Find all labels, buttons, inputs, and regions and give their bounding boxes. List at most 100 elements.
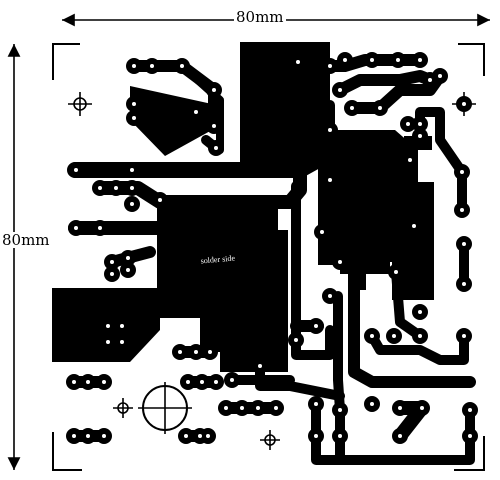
drill-hole bbox=[132, 102, 136, 106]
drill-hole bbox=[462, 282, 466, 286]
trace bbox=[391, 267, 425, 341]
drill-hole bbox=[212, 88, 216, 92]
drill-hole bbox=[274, 406, 278, 410]
large-component-outline bbox=[138, 382, 192, 434]
drill-hole bbox=[72, 380, 76, 384]
drill-hole bbox=[462, 102, 466, 106]
copper-pour-triangle-top-left bbox=[130, 86, 212, 156]
drill-hole bbox=[86, 434, 90, 438]
drill-hole bbox=[392, 334, 396, 338]
drill-hole bbox=[370, 58, 374, 62]
drill-hole bbox=[398, 434, 402, 438]
drill-hole bbox=[314, 324, 318, 328]
drill-hole bbox=[106, 324, 110, 328]
mounting-hole-crosshair bbox=[113, 398, 133, 418]
trace bbox=[178, 62, 224, 154]
drill-hole bbox=[114, 186, 118, 190]
drill-hole bbox=[120, 340, 124, 344]
trace bbox=[255, 361, 345, 401]
drill-hole bbox=[378, 106, 382, 110]
drill-hole bbox=[130, 202, 134, 206]
drill-hole bbox=[74, 226, 78, 230]
drill-hole bbox=[370, 334, 374, 338]
drill-hole bbox=[256, 406, 260, 410]
drill-hole bbox=[120, 324, 124, 328]
drill-hole bbox=[132, 64, 136, 68]
drill-hole bbox=[338, 434, 342, 438]
drill-hole bbox=[86, 380, 90, 384]
corner-mark-bottom-right bbox=[454, 436, 485, 471]
drill-hole bbox=[126, 268, 130, 272]
corner-marks bbox=[52, 43, 485, 471]
drill-hole bbox=[110, 272, 114, 276]
drill-hole bbox=[200, 380, 204, 384]
drill-hole bbox=[74, 168, 78, 172]
drill-hole bbox=[462, 334, 466, 338]
drill-hole bbox=[224, 406, 228, 410]
drill-hole bbox=[398, 406, 402, 410]
drill-hole bbox=[320, 230, 324, 234]
drill-hole bbox=[328, 64, 332, 68]
drill-hole bbox=[150, 64, 154, 68]
drill-hole bbox=[102, 380, 106, 384]
drill-hole bbox=[178, 350, 182, 354]
drill-hole bbox=[418, 58, 422, 62]
drill-hole bbox=[328, 294, 332, 298]
drill-holes bbox=[72, 58, 472, 438]
drill-hole bbox=[338, 260, 342, 264]
drill-hole bbox=[460, 208, 464, 212]
drill-hole bbox=[438, 74, 442, 78]
mounting-hole-crosshair bbox=[260, 430, 280, 450]
trace bbox=[348, 284, 476, 388]
drill-hole bbox=[98, 186, 102, 190]
trace bbox=[291, 181, 335, 360]
trace bbox=[367, 331, 469, 365]
drill-hole bbox=[328, 128, 332, 132]
drill-hole bbox=[408, 158, 412, 162]
drill-hole bbox=[98, 226, 102, 230]
drill-hole bbox=[214, 380, 218, 384]
drill-hole bbox=[208, 350, 212, 354]
drill-hole bbox=[328, 178, 332, 182]
drill-hole bbox=[230, 378, 234, 382]
drill-hole bbox=[350, 106, 354, 110]
drill-hole bbox=[198, 434, 202, 438]
drill-hole bbox=[184, 434, 188, 438]
copper-pour-top-center bbox=[240, 42, 330, 164]
drill-hole bbox=[370, 402, 374, 406]
drill-hole bbox=[406, 122, 410, 126]
drill-hole bbox=[468, 408, 472, 412]
drill-hole bbox=[396, 58, 400, 62]
drill-hole bbox=[240, 406, 244, 410]
drill-hole bbox=[428, 78, 432, 82]
drill-hole bbox=[102, 434, 106, 438]
corner-mark-bottom-left bbox=[52, 432, 82, 471]
mounting-hole-crosshair bbox=[68, 92, 92, 116]
drill-hole bbox=[412, 224, 416, 228]
drill-hole bbox=[462, 242, 466, 246]
copper-pour-left-center bbox=[157, 196, 288, 372]
copper-pour-mid-right bbox=[340, 212, 390, 274]
drill-hole bbox=[130, 168, 134, 172]
corner-mark-top-left bbox=[52, 43, 80, 80]
drill-hole bbox=[418, 134, 422, 138]
drill-hole bbox=[468, 434, 472, 438]
drill-hole bbox=[296, 60, 300, 64]
drill-hole bbox=[194, 350, 198, 354]
drill-hole bbox=[72, 434, 76, 438]
drill-hole bbox=[214, 146, 218, 150]
drill-hole bbox=[418, 334, 422, 338]
drill-hole bbox=[194, 110, 198, 114]
drill-hole bbox=[258, 364, 262, 368]
drill-hole bbox=[110, 260, 114, 264]
drill-hole bbox=[338, 408, 342, 412]
drill-hole bbox=[132, 116, 136, 120]
width-dimension-label: 80mm bbox=[234, 8, 286, 26]
drill-hole bbox=[420, 406, 424, 410]
corner-mark-top-right bbox=[458, 43, 485, 76]
drill-hole bbox=[180, 64, 184, 68]
drill-hole bbox=[106, 340, 110, 344]
drill-hole bbox=[158, 198, 162, 202]
drill-hole bbox=[294, 338, 298, 342]
